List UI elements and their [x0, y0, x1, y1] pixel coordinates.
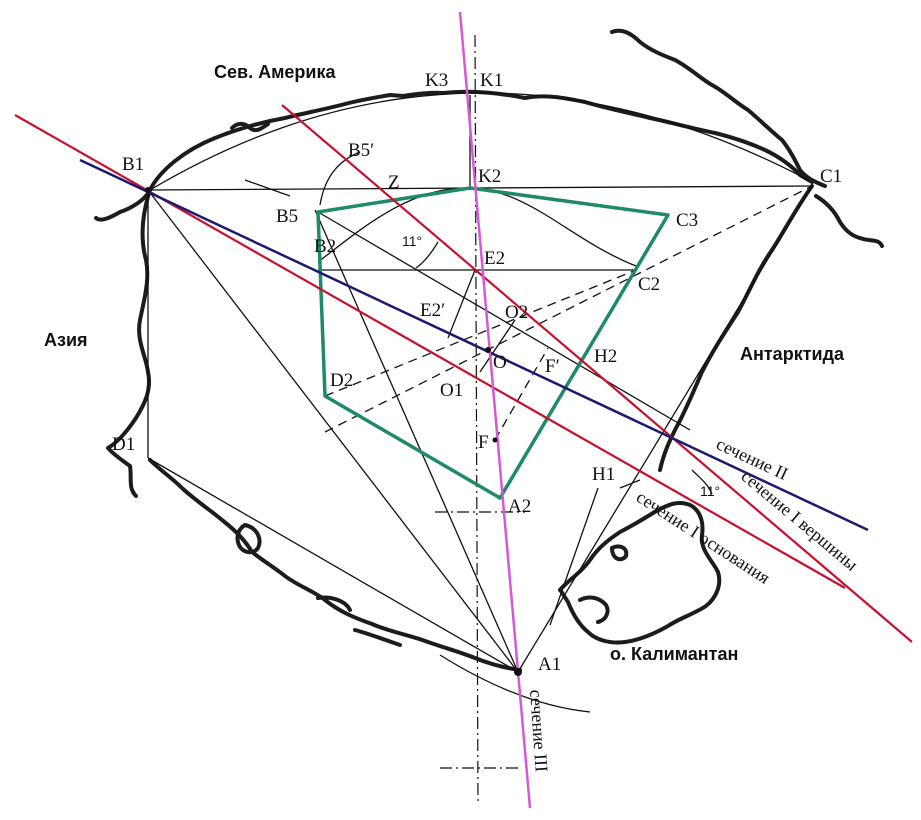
line-o1-o2: [479, 319, 516, 373]
coastlines: [94, 28, 884, 672]
line-h1: [549, 487, 599, 626]
antarctica-coast-right: [814, 194, 884, 248]
line-b5-h2: [317, 211, 691, 431]
point-b1: [145, 187, 151, 193]
point-labels: K3 K1 K2 B1 C1 D1 A1 B5′ Z B5 B2 E2 C3 C…: [112, 70, 842, 675]
dashed-d1-c1: [324, 185, 813, 433]
point-a1: [514, 668, 522, 676]
arc-b5-z: [319, 151, 361, 206]
outer-arcs: [149, 92, 813, 713]
label-b2: B2: [314, 236, 336, 257]
label-c3: C3: [676, 210, 698, 231]
antarctica-coast-top: [610, 28, 827, 188]
label-fprime: F′: [545, 356, 560, 377]
label-a1: A1: [538, 654, 561, 675]
label-section-1-top: сечение I вершины: [737, 466, 861, 575]
label-e2: E2: [484, 248, 505, 269]
label-north-america: Сев. Америка: [214, 62, 336, 82]
label-e2prime: E2′: [420, 300, 445, 321]
axis-vertical: [474, 34, 479, 806]
region-labels: Сев. Америка Азия Антарктида о. Калимант…: [44, 62, 845, 664]
small-island: [610, 544, 629, 562]
point-markers: [145, 187, 522, 676]
top-arc: [149, 92, 813, 191]
asia-islands: [235, 523, 402, 647]
red-cut-section-1-top: [281, 104, 913, 643]
antarctica-coast-left: [658, 184, 814, 472]
angle-label-top: 11°: [402, 233, 422, 249]
point-f: [492, 437, 498, 443]
label-h1: H1: [592, 464, 615, 485]
h1-marker: [619, 479, 641, 489]
label-o: O: [493, 352, 507, 373]
label-section-1-base: сечение I основания: [633, 487, 774, 588]
label-k1: K1: [480, 70, 503, 91]
label-k2: K2: [478, 166, 501, 187]
cut-lines: [14, 11, 913, 809]
label-section-3: сечение III: [526, 689, 552, 773]
line-e2-e2prime: [447, 269, 476, 339]
navy-cut-section-2: [79, 158, 869, 532]
point-o: [485, 347, 491, 353]
angle-arc-bottom: [691, 469, 713, 495]
label-b1: B1: [122, 154, 144, 175]
dashed-f-fprime: [494, 347, 549, 441]
line-d1-a1: [147, 457, 519, 673]
bottom-arc: [439, 654, 591, 713]
angle-arc-top: [415, 241, 439, 269]
label-c1: C1: [820, 166, 842, 187]
label-d1: D1: [112, 434, 135, 455]
pentagon-section: [316, 186, 670, 500]
dashed-d2-c2: [324, 269, 637, 397]
north-america-coast: [148, 89, 814, 192]
label-kalimantan: о. Калимантан: [610, 644, 738, 664]
label-c2: C2: [638, 274, 660, 295]
angle-label-bottom: 11°: [700, 483, 720, 499]
asia-coast: [94, 188, 152, 498]
label-h2: H2: [594, 346, 617, 367]
label-z: Z: [388, 172, 400, 193]
kalimantan-coast: [558, 500, 722, 645]
label-f: F: [478, 432, 489, 453]
label-k3: K3: [425, 70, 448, 91]
label-asia: Азия: [44, 330, 88, 350]
magenta-cut-section-3: [458, 11, 532, 809]
line-b1-a1: [147, 189, 519, 673]
outer-construction: [147, 34, 813, 806]
label-a2: A2: [508, 496, 531, 517]
label-d2: D2: [330, 370, 353, 391]
label-b5prime: B5′: [348, 140, 374, 161]
label-antarctica: Антарктида: [740, 344, 845, 364]
label-o1: O1: [440, 380, 463, 401]
kalimantan-inner: [578, 595, 610, 624]
section-labels: сечение II сечение I вершины сечение I о…: [526, 433, 862, 772]
label-o2: O2: [505, 302, 528, 323]
line-c1-a1: [517, 185, 813, 673]
tick-b5: [244, 179, 291, 197]
asia-south-coast: [148, 458, 522, 672]
north-america-coast-detail: [230, 121, 270, 133]
label-b5: B5: [276, 206, 298, 227]
